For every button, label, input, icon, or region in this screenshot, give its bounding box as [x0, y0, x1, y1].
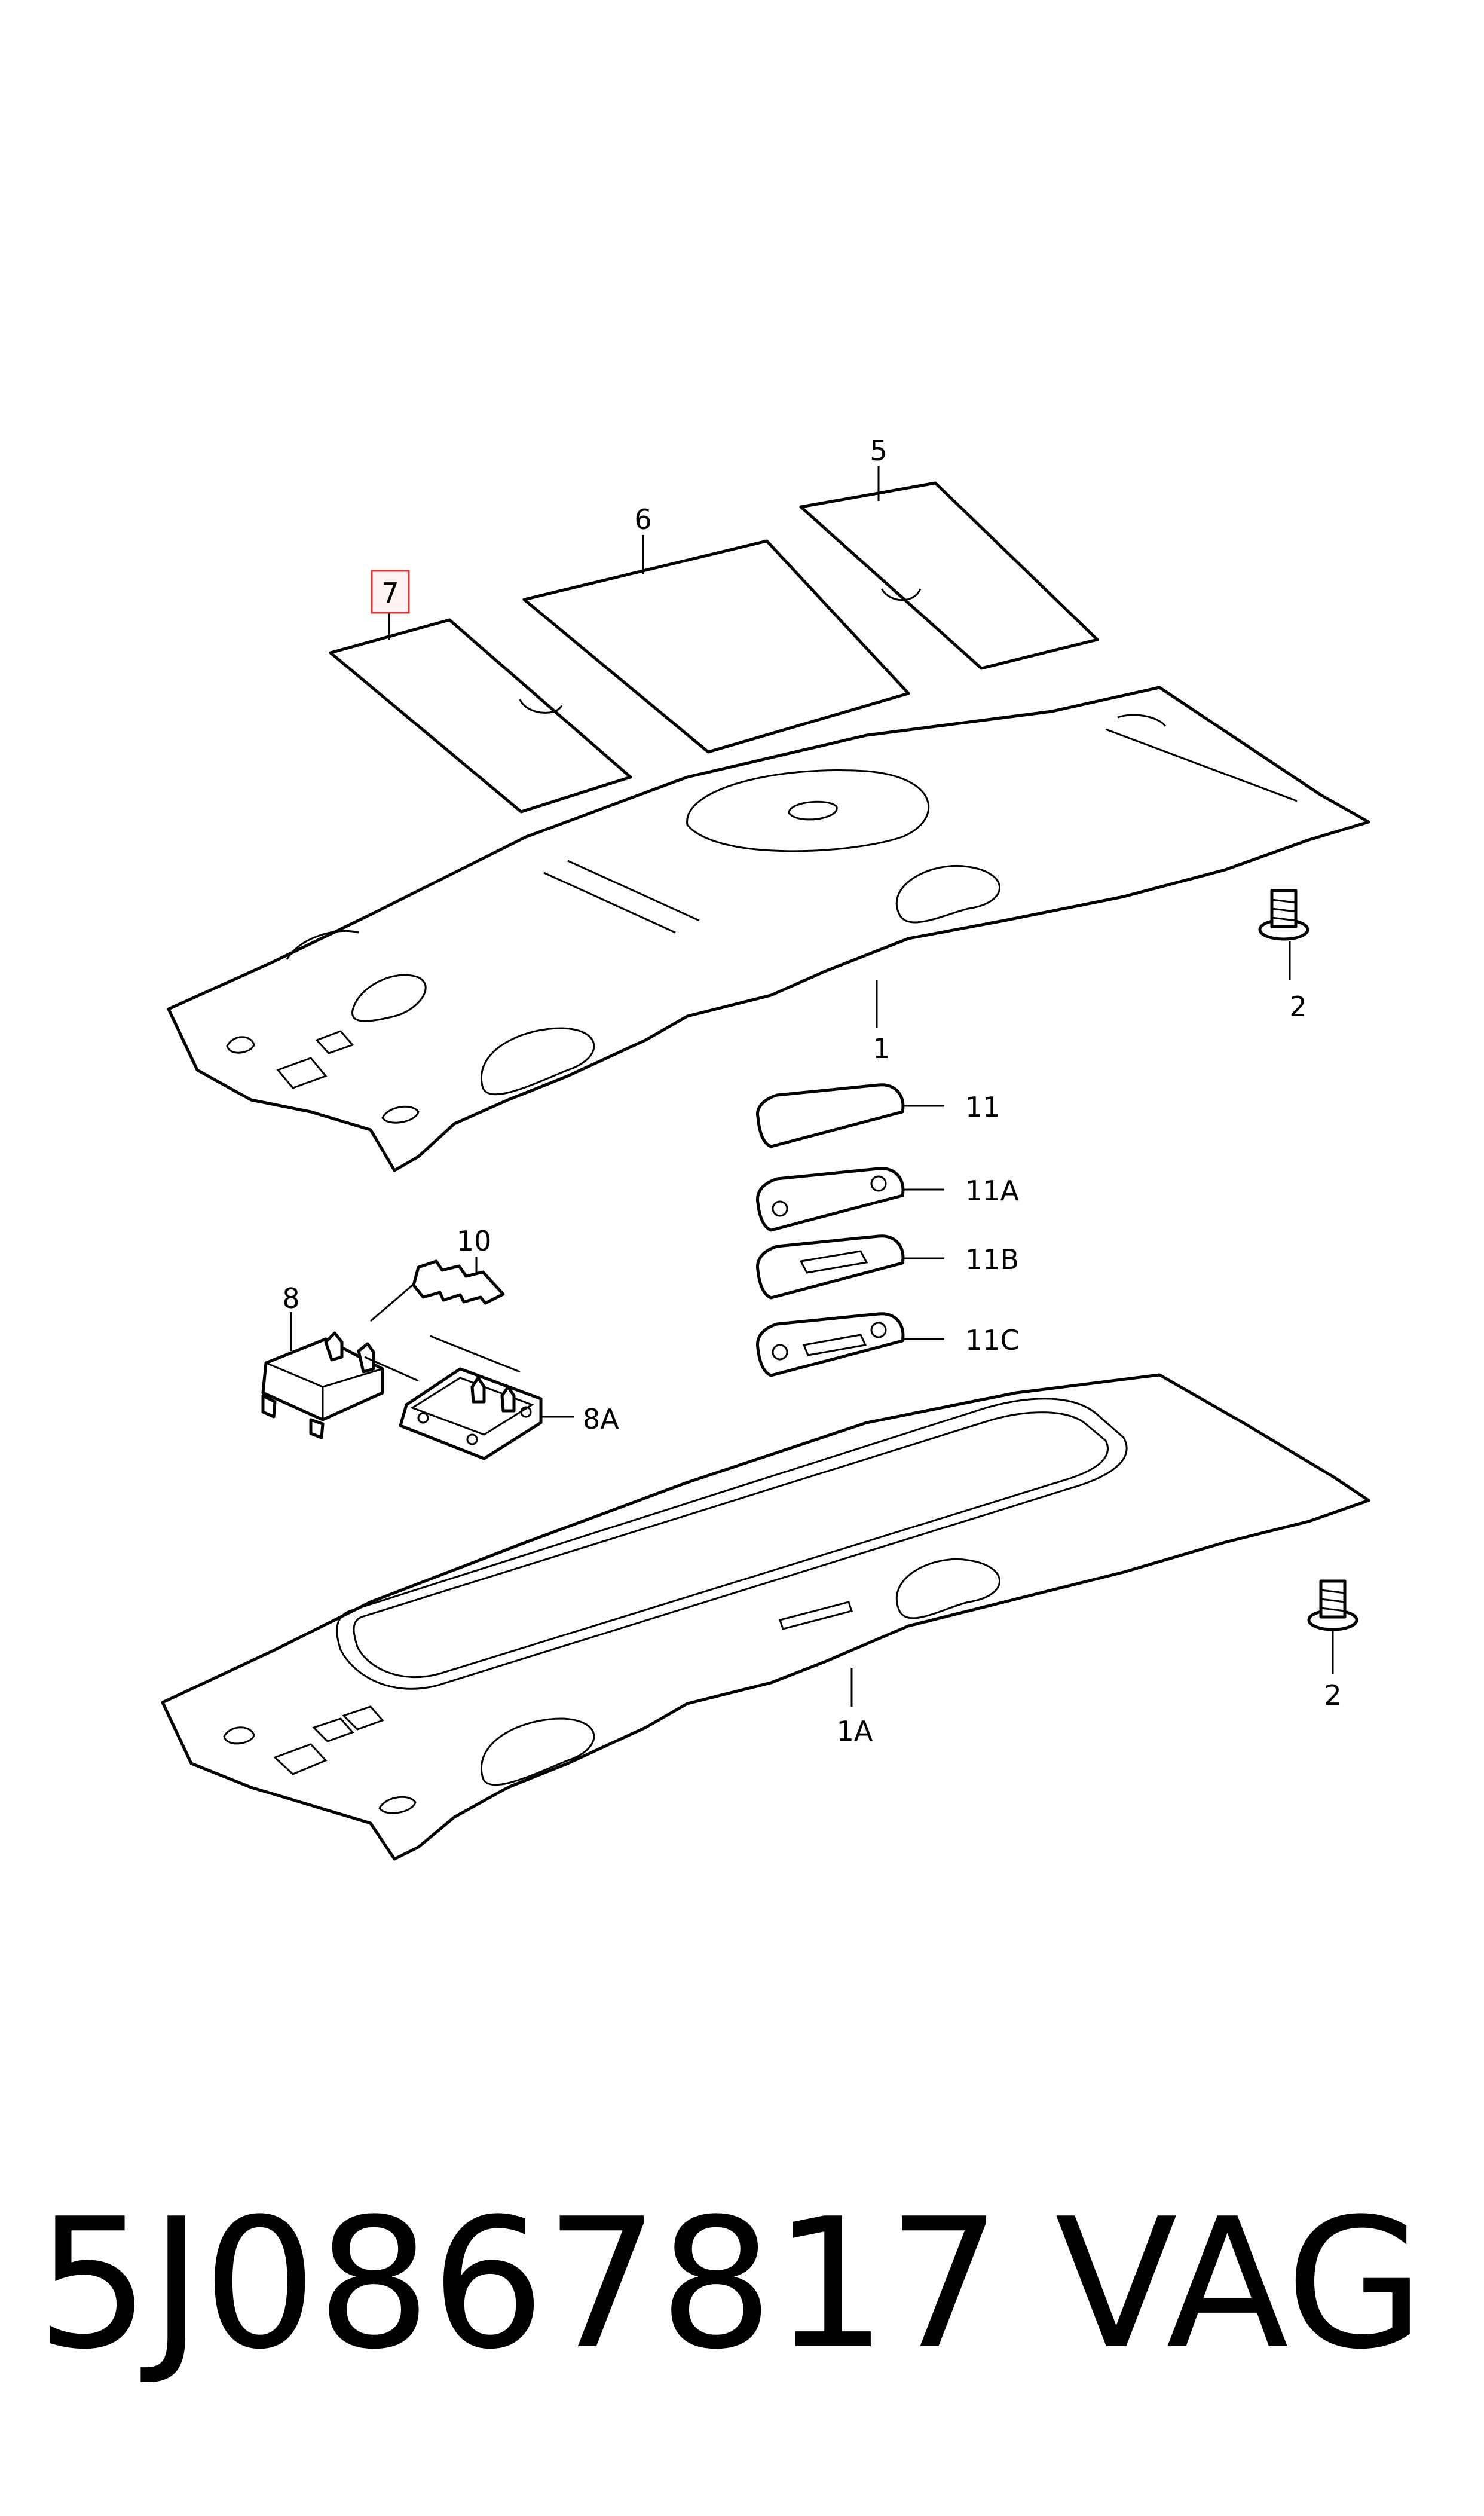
callout-1a: 1A: [837, 1715, 873, 1747]
headliner-1: [167, 686, 1370, 1172]
callout-7: 7: [381, 577, 399, 609]
grab-handle-11B: [755, 1234, 905, 1300]
console-8: [261, 1284, 521, 1439]
callout-11c: 11C: [965, 1324, 1020, 1356]
callout-2-top: 2: [1289, 990, 1306, 1023]
callout-6: 6: [634, 503, 651, 536]
clip-10: [412, 1259, 505, 1305]
callout-11a: 11A: [965, 1175, 1020, 1207]
callout-11b: 11B: [965, 1243, 1019, 1276]
insulation-pad-6: [522, 539, 910, 754]
screw-2-top: [1258, 889, 1309, 941]
callout-10: 10: [457, 1225, 492, 1257]
callout-5: 5: [870, 435, 887, 467]
grab-handle-11: [756, 1083, 905, 1148]
leader-lines: [290, 466, 1334, 1707]
console-8a: [399, 1367, 543, 1460]
grab-handle-11C: [755, 1312, 905, 1377]
callout-8a: 8A: [583, 1403, 619, 1435]
part-number: 5J0867817: [36, 2180, 1001, 2389]
screw-2-bottom: [1307, 1579, 1358, 1631]
callout-8: 8: [282, 1282, 299, 1314]
callout-7-highlight: [371, 570, 410, 614]
brand: VAG: [1055, 2180, 1424, 2389]
insulation-pad-7: [329, 618, 632, 814]
callout-1: 1: [873, 1032, 890, 1065]
grab-handle-11A: [755, 1167, 905, 1232]
insulation-pad-5: [799, 481, 1099, 670]
callout-2-bottom: 2: [1324, 1679, 1341, 1711]
callout-11: 11: [965, 1091, 1000, 1123]
headliner-1a: [161, 1373, 1370, 1861]
